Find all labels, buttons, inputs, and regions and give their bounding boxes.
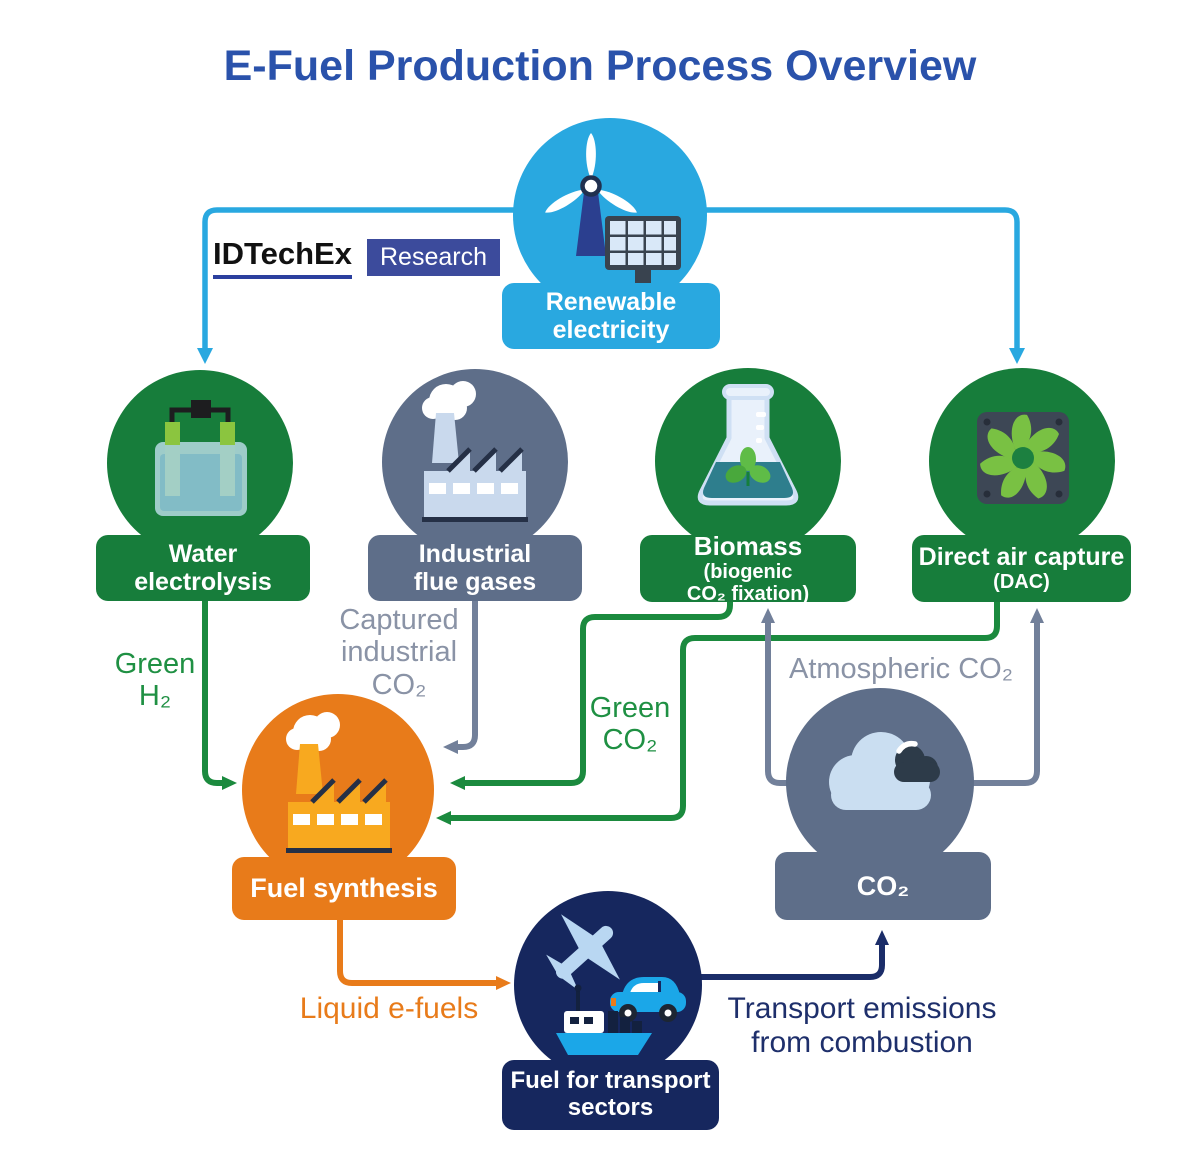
factory-icon	[286, 712, 392, 853]
node-renewable-electricity	[513, 118, 707, 312]
airplane-icon	[546, 914, 620, 991]
page-title: E-Fuel Production Process Overview	[223, 42, 977, 90]
idtechex-logo: IDTechEx	[213, 236, 352, 279]
label-biomass: Biomass (biogenic CO₂ fixation)	[640, 531, 856, 605]
leaves-icon	[725, 447, 771, 486]
arrow-industrial-to-fuelsynthesis-captured-co2	[443, 598, 478, 754]
transport-icons	[546, 914, 686, 1055]
cloud-icon	[829, 732, 940, 810]
arrow-biomass-to-fuelsynthesis-green-co2	[450, 598, 733, 790]
node-direct-air-capture	[929, 368, 1115, 554]
arrow-transport-to-co2-emissions	[690, 930, 889, 980]
solar-panel-icon	[605, 216, 681, 284]
dark-cloud-icon	[894, 745, 940, 782]
smoke-icon	[422, 381, 476, 420]
arrow-water-to-fuelsynthesis-green-h2	[202, 598, 237, 790]
node-industrial-flue-gases	[382, 369, 568, 555]
wind-turbine-icon	[545, 133, 681, 284]
arrow-co2-to-biomass-atmospheric	[761, 608, 802, 786]
arrow-co2-to-dac-atmospheric	[958, 608, 1044, 786]
label-co2: CO₂	[775, 852, 991, 920]
flask-icon	[697, 384, 799, 506]
node-fuel-synthesis	[242, 694, 434, 886]
electrolysis-cell-icon	[155, 400, 247, 516]
flow-label-atmospheric-co2: Atmospheric CO₂	[789, 653, 1013, 685]
node-water-electrolysis	[107, 370, 293, 556]
car-icon	[610, 977, 686, 1022]
node-co2	[786, 688, 974, 876]
factory-icon	[422, 381, 528, 522]
arrow-dac-to-fuelsynthesis-green-co2	[436, 598, 1000, 825]
ship-icon	[556, 984, 652, 1055]
arrow-fuelsynthesis-to-transport-liquid-efuels	[337, 915, 511, 990]
arrow-renewable-to-water	[197, 207, 600, 364]
arrow-renewable-to-dac	[620, 207, 1025, 364]
research-badge: Research	[367, 239, 500, 276]
flow-label-liquid-efuels: Liquid e-fuels	[299, 992, 479, 1025]
node-biomass	[655, 368, 841, 554]
fan-icon	[977, 412, 1069, 504]
label-fuel-synthesis: Fuel synthesis	[232, 857, 456, 920]
node-fuel-for-transport	[514, 891, 702, 1079]
label-direct-air-capture: Direct air capture(DAC)	[912, 535, 1131, 602]
